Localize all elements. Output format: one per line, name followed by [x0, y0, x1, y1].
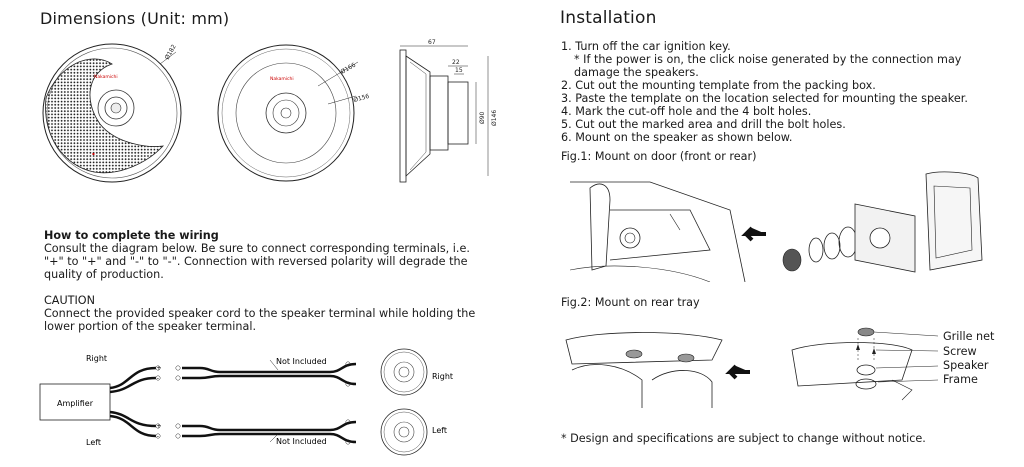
- fig2-illustration: [565, 327, 939, 408]
- caution-heading: CAUTION: [44, 294, 95, 307]
- back-view-drawing: Nakamichi Ø166 Ø156: [217, 44, 371, 182]
- dimensions-title: Dimensions (Unit: mm): [40, 9, 230, 28]
- step-5: 5. Cut out the marked area and drill the…: [561, 118, 846, 131]
- dim-side-diameter: Ø146: [491, 110, 498, 126]
- fig1-caption: Fig.1: Mount on door (front or rear): [561, 150, 757, 163]
- speaker-label-left: Left: [432, 426, 447, 435]
- wiring-section: How to complete the wiring Consult the d…: [44, 229, 484, 333]
- wire-label-right: Right: [86, 354, 107, 363]
- dim-back-outer-diameter: Ø166: [340, 61, 358, 75]
- dimension-drawings: Nakamichi ▪ Ø182 Nakamichi Ø166 Ø156 67 …: [42, 39, 498, 183]
- step-note: * If the power is on, the click noise ge…: [574, 53, 962, 79]
- wiring-text: Consult the diagram below. Be sure to co…: [44, 242, 470, 281]
- terminal-minus: -: [157, 433, 159, 440]
- disclaimer: * Design and specifications are subject …: [561, 432, 926, 445]
- amplifier-label: Amplifier: [57, 399, 94, 408]
- speaker-icon-left: [380, 408, 428, 456]
- label-frame: Frame: [943, 373, 978, 386]
- dim-magnet-top: 22: [452, 59, 460, 66]
- amplifier-box: [39, 383, 111, 421]
- label-speaker: Speaker: [943, 359, 989, 372]
- wiring-heading: How to complete the wiring: [44, 229, 219, 242]
- fig2-caption: Fig.2: Mount on rear tray: [561, 296, 700, 309]
- brand-mark-front: Nakamichi: [94, 74, 118, 80]
- not-included-top: Not Included: [276, 357, 327, 366]
- dim-back-inner-diameter: Ø156: [353, 93, 371, 104]
- caution-text: Connect the provided speaker cord to the…: [44, 307, 476, 333]
- label-screw: Screw: [943, 345, 977, 358]
- speaker-icon-right: [380, 348, 428, 396]
- installation-title: Installation: [560, 8, 657, 28]
- wiring-diagram: Amplifier Right Left + - + - Not Include…: [39, 348, 453, 456]
- step-4: 4. Mark the cut-off hole and the 4 bolt …: [561, 105, 812, 118]
- brand-mark-back: Nakamichi: [270, 76, 294, 82]
- svg-text:▪: ▪: [92, 151, 95, 156]
- speaker-label-right: Right: [432, 372, 453, 381]
- step-6: 6. Mount on the speaker as shown below.: [561, 131, 793, 144]
- terminal-plus: +: [156, 423, 161, 430]
- dim-magnet-inner: 15: [455, 67, 463, 74]
- label-grille-net: Grille net: [943, 330, 995, 343]
- terminal-minus: -: [157, 375, 159, 382]
- front-view-drawing: Nakamichi ▪ Ø182: [42, 43, 182, 183]
- step-1: 1. Turn off the car ignition key.: [561, 40, 731, 53]
- fig1-illustration: [570, 171, 983, 282]
- installation-steps: 1. Turn off the car ignition key. * If t…: [561, 40, 1001, 144]
- terminal-plus: +: [156, 365, 161, 372]
- wire-label-left: Left: [86, 438, 101, 447]
- dim-depth: 67: [428, 39, 436, 46]
- side-view-drawing: 67 22 15 Ø90 Ø146: [399, 39, 498, 183]
- not-included-bottom: Not Included: [276, 437, 327, 446]
- step-2: 2. Cut out the mounting template from th…: [561, 79, 876, 92]
- step-3: 3. Paste the template on the location se…: [561, 92, 968, 105]
- dim-magnet-diameter: Ø90: [479, 111, 486, 124]
